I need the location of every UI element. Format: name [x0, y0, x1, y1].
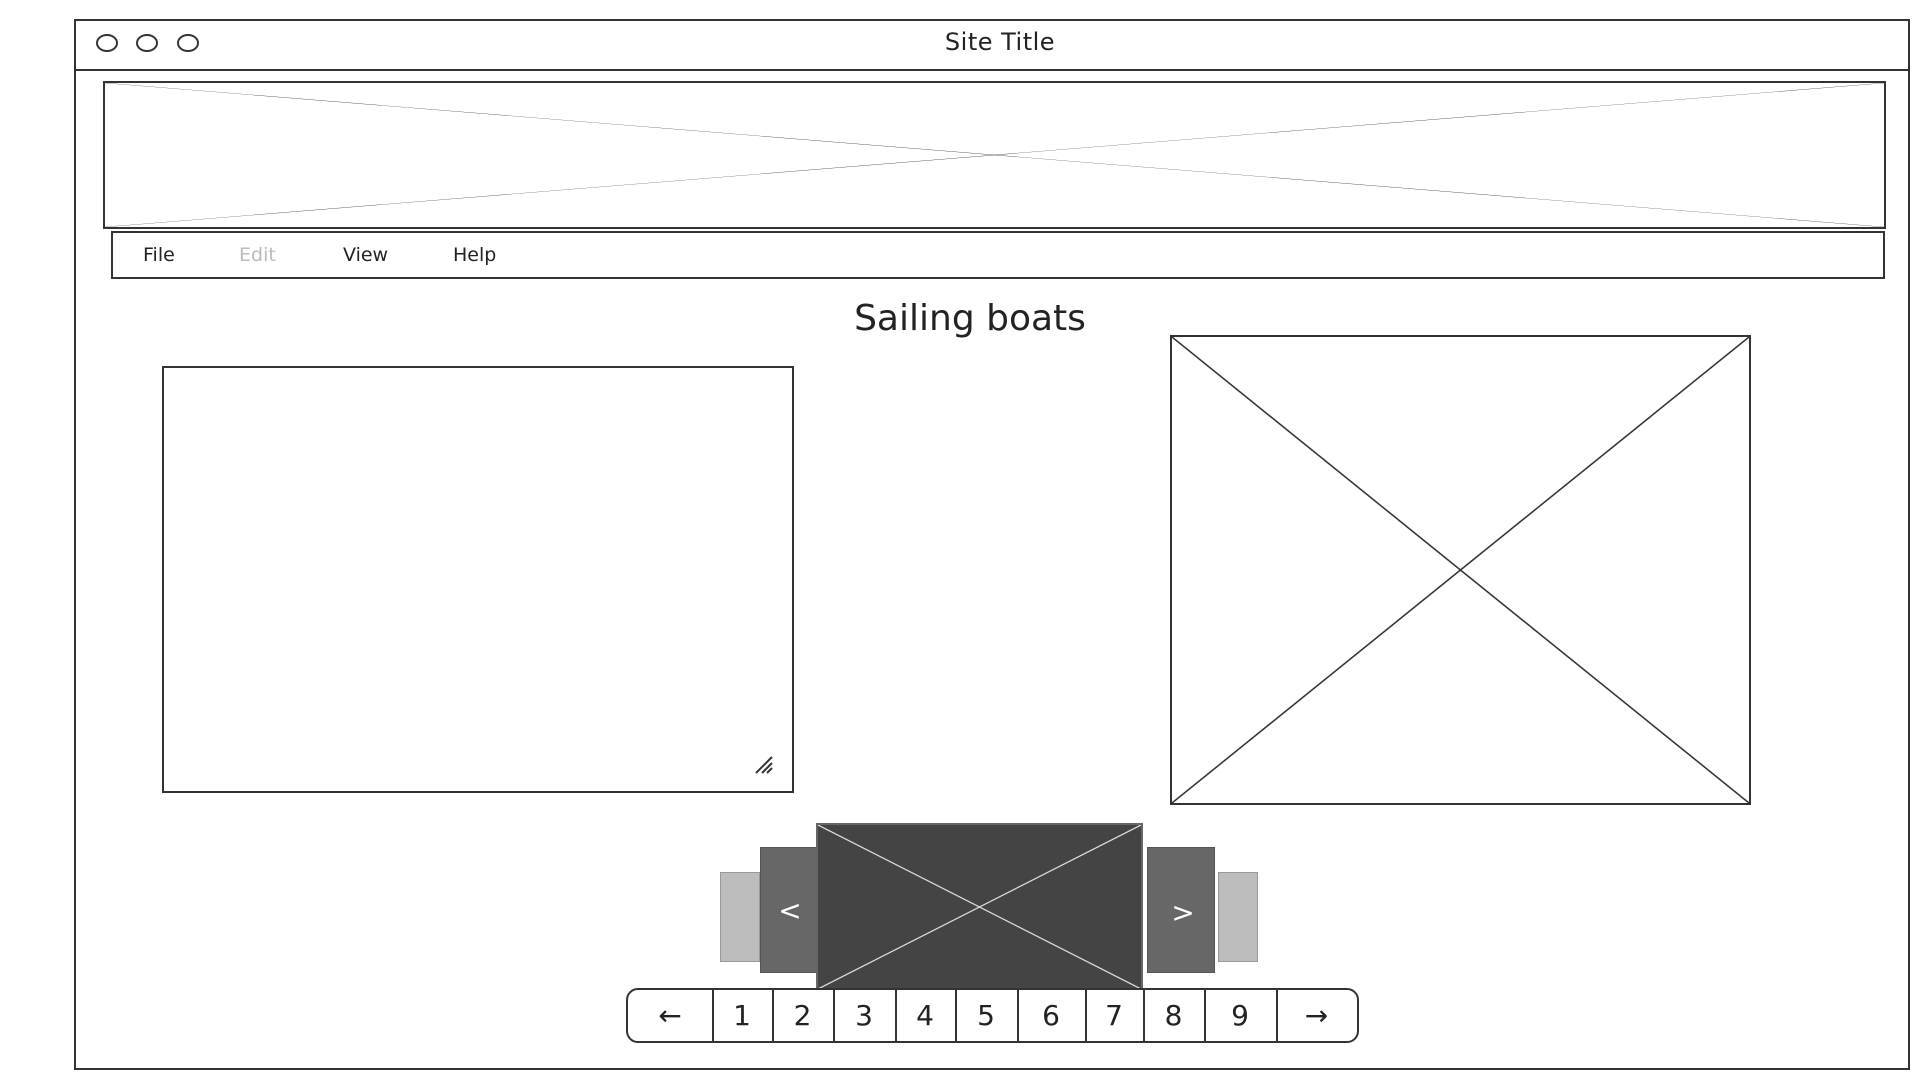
title-bar — [74, 19, 1910, 71]
pagination-page-9[interactable]: 9 — [1204, 990, 1278, 1041]
pagination-page-1[interactable]: 1 — [712, 990, 774, 1041]
pagination-page-6[interactable]: 6 — [1017, 990, 1087, 1041]
image-placeholder — [1170, 335, 1751, 805]
site-title: Site Title — [944, 28, 1056, 56]
pagination-next-icon[interactable]: → — [1304, 999, 1329, 1032]
resize-handle-icon[interactable] — [752, 753, 774, 775]
carousel-next-thumbnail[interactable]: > — [1147, 847, 1215, 973]
menu-item-edit: Edit — [239, 244, 276, 266]
text-area[interactable] — [162, 366, 794, 793]
carousel-far-right-thumbnail — [1218, 872, 1258, 962]
pagination-page-3[interactable]: 3 — [833, 990, 897, 1041]
chevron-right-icon[interactable]: > — [1171, 896, 1195, 929]
carousel-prev-thumbnail[interactable]: < — [760, 847, 818, 973]
pagination-page-7[interactable]: 7 — [1085, 990, 1145, 1041]
pagination-page-4[interactable]: 4 — [895, 990, 957, 1041]
menu-item-file[interactable]: File — [143, 244, 175, 266]
chevron-left-icon[interactable]: < — [778, 894, 802, 927]
page-title: Sailing boats — [854, 298, 1086, 339]
pagination-page-8[interactable]: 8 — [1143, 990, 1206, 1041]
window-maximize-icon[interactable] — [177, 34, 199, 52]
pagination-page-2[interactable]: 2 — [772, 990, 835, 1041]
banner-image-placeholder — [103, 81, 1886, 229]
window-close-icon[interactable] — [96, 34, 118, 52]
carousel-main-image[interactable] — [816, 823, 1143, 991]
carousel-far-left-thumbnail — [720, 872, 760, 962]
pagination: ← 1 2 3 4 5 6 7 8 9 → — [626, 988, 1359, 1043]
menu-item-help[interactable]: Help — [453, 244, 497, 266]
menu-bar: File Edit View Help — [111, 231, 1885, 279]
menu-item-view[interactable]: View — [343, 244, 389, 266]
pagination-page-5[interactable]: 5 — [955, 990, 1019, 1041]
window-minimize-icon[interactable] — [136, 34, 158, 52]
pagination-prev-icon[interactable]: ← — [628, 990, 714, 1041]
